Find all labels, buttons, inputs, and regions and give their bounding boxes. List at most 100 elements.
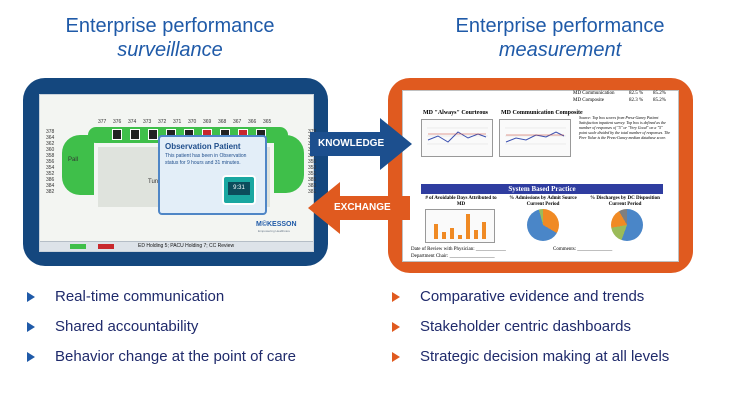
status-chip-green[interactable] bbox=[70, 244, 86, 249]
status-text: ED Holding 5; PACU Holding 7; CC Review bbox=[138, 243, 235, 249]
popup-text: This patient has been in Observation sta… bbox=[165, 153, 247, 166]
chart2-title: MD Communication Composite bbox=[501, 110, 583, 116]
room-number: 356 bbox=[46, 159, 55, 165]
exchange-label: EXCHANGE bbox=[334, 202, 391, 213]
triangle-bullet-icon bbox=[392, 292, 400, 302]
header-row-2-label: MD Composite bbox=[573, 98, 604, 103]
chart1-title: MD "Always" Courteous bbox=[423, 110, 488, 116]
room-number: 385 bbox=[308, 177, 317, 183]
room-number: 381 bbox=[308, 189, 317, 195]
exchange-arrow-icon bbox=[308, 182, 410, 234]
knowledge-arrow-icon bbox=[310, 118, 412, 170]
ward-map-screenshot: 377 376 374 373 372 371 370 369 368 367 366 365 378 3… bbox=[39, 94, 317, 252]
room-number: 376 bbox=[113, 119, 122, 125]
room-number: 354 bbox=[46, 165, 55, 171]
room-number: 377 bbox=[98, 119, 107, 125]
room-number: 378 bbox=[46, 129, 55, 135]
bullet-item: Stakeholder centric dashboards bbox=[388, 316, 669, 346]
department-chair-footer: Department Chair: __________________ bbox=[411, 254, 495, 259]
bullet-text: Strategic decision making at all levels bbox=[420, 348, 670, 365]
room-number: 366 bbox=[248, 119, 257, 125]
room-number: 384 bbox=[46, 183, 55, 189]
triangle-bullet-icon bbox=[27, 322, 35, 332]
room-number: 365 bbox=[263, 119, 272, 125]
room-number: 374 bbox=[128, 119, 137, 125]
room-number: 367 bbox=[233, 119, 242, 125]
courteous-line-chart bbox=[421, 119, 493, 157]
observation-patient-popup[interactable]: Observation Patient This patient has bee… bbox=[158, 135, 267, 215]
courteous-chart-svg bbox=[427, 127, 488, 145]
status-chip-red[interactable] bbox=[98, 244, 114, 249]
measurement-panel: MD Communication 82.5 % 85.2% MD Composi… bbox=[388, 78, 693, 273]
bullet-text: Real-time communication bbox=[55, 288, 225, 305]
clock-readout: 9:31 bbox=[228, 182, 250, 195]
room-number: 386 bbox=[46, 177, 55, 183]
bullet-item: Behavior change at the point of care bbox=[23, 346, 296, 376]
surveillance-title: Enterprise performance surveillance bbox=[10, 14, 330, 62]
room-number: 383 bbox=[308, 183, 317, 189]
header-row-2-v1: 82.3 % bbox=[629, 98, 644, 103]
side-label-pall: Pall bbox=[68, 157, 79, 163]
room-number: 351 bbox=[308, 171, 317, 177]
mckesson-logo: M©KESSON bbox=[256, 221, 297, 228]
room-number: 358 bbox=[46, 153, 55, 159]
room-cell[interactable] bbox=[130, 129, 140, 140]
bullet-text: Behavior change at the point of care bbox=[55, 348, 296, 365]
dashboard-screenshot: MD Communication 82.5 % 85.2% MD Composi… bbox=[402, 90, 679, 262]
surveillance-bullet-list: Real-time communication Shared accountab… bbox=[23, 286, 296, 376]
bullet-item: Comparative evidence and trends bbox=[388, 286, 669, 316]
comments-footer: Comments: ______________ bbox=[553, 247, 613, 252]
ward-wing-right bbox=[274, 135, 304, 193]
room-number: 373 bbox=[143, 119, 152, 125]
room-number: 355 bbox=[308, 159, 317, 165]
room-number: 360 bbox=[46, 147, 55, 153]
bullet-item: Shared accountability bbox=[23, 316, 296, 346]
bullet-text: Stakeholder centric dashboards bbox=[420, 318, 631, 335]
triangle-bullet-icon bbox=[27, 292, 35, 302]
surveillance-title-line2: surveillance bbox=[117, 39, 223, 61]
communication-line-chart bbox=[499, 119, 571, 157]
bullet-item: Strategic decision making at all levels bbox=[388, 346, 669, 376]
bullet-text: Shared accountability bbox=[55, 318, 199, 335]
avoidable-days-heading: # of Avoidable Days Attributed to MD bbox=[425, 196, 497, 207]
room-number: 382 bbox=[46, 189, 55, 195]
header-row-2-v2: 85.2% bbox=[653, 98, 666, 103]
measurement-title: Enterprise performance measurement bbox=[400, 14, 720, 62]
bullet-item: Real-time communication bbox=[23, 286, 296, 316]
header-row-1-label: MD Communication bbox=[573, 91, 615, 96]
room-number: 352 bbox=[46, 171, 55, 177]
discharges-pie-chart bbox=[611, 209, 643, 241]
room-number: 369 bbox=[203, 119, 212, 125]
room-cell[interactable] bbox=[112, 129, 122, 140]
header-row-1-v1: 82.5 % bbox=[629, 91, 644, 96]
measurement-title-line1: Enterprise performance bbox=[455, 15, 665, 37]
popup-title: Observation Patient bbox=[165, 142, 241, 151]
triangle-bullet-icon bbox=[392, 352, 400, 362]
room-number: 372 bbox=[158, 119, 167, 125]
knowledge-label: KNOWLEDGE bbox=[318, 138, 385, 149]
source-note: Source: Top box scores from Press-Ganey … bbox=[579, 115, 671, 140]
admissions-heading: % Admissions by Admit Source Current Per… bbox=[509, 196, 577, 207]
surveillance-panel: 377 376 374 373 372 371 370 369 368 367 366 365 378 3… bbox=[23, 78, 328, 266]
status-bar: ED Holding 5; PACU Holding 7; CC Review bbox=[40, 241, 313, 251]
clock-icon: 9:31 bbox=[222, 175, 256, 205]
avoidable-days-bar-chart bbox=[425, 209, 495, 243]
system-based-practice-header: System Based Practice bbox=[421, 184, 663, 194]
review-date-footer: Date of Review with Physician: _________… bbox=[411, 247, 506, 252]
mckesson-tagline: Empowering Healthcare bbox=[258, 229, 291, 233]
admissions-pie-chart bbox=[527, 209, 559, 241]
triangle-bullet-icon bbox=[392, 322, 400, 332]
room-number: 353 bbox=[308, 165, 317, 171]
measurement-bullet-list: Comparative evidence and trends Stakehol… bbox=[388, 286, 669, 376]
room-number: 371 bbox=[173, 119, 182, 125]
ward-wing-left bbox=[62, 135, 94, 195]
room-number: 368 bbox=[218, 119, 227, 125]
bullet-text: Comparative evidence and trends bbox=[420, 288, 645, 305]
room-number: 362 bbox=[46, 141, 55, 147]
avoidable-days-chart-svg bbox=[434, 214, 486, 239]
discharges-heading: % Discharges by DC Disposition Current P… bbox=[590, 196, 660, 207]
surveillance-title-line1: Enterprise performance bbox=[65, 15, 275, 37]
room-cell[interactable] bbox=[148, 129, 158, 140]
room-number: 370 bbox=[188, 119, 197, 125]
triangle-bullet-icon bbox=[27, 352, 35, 362]
